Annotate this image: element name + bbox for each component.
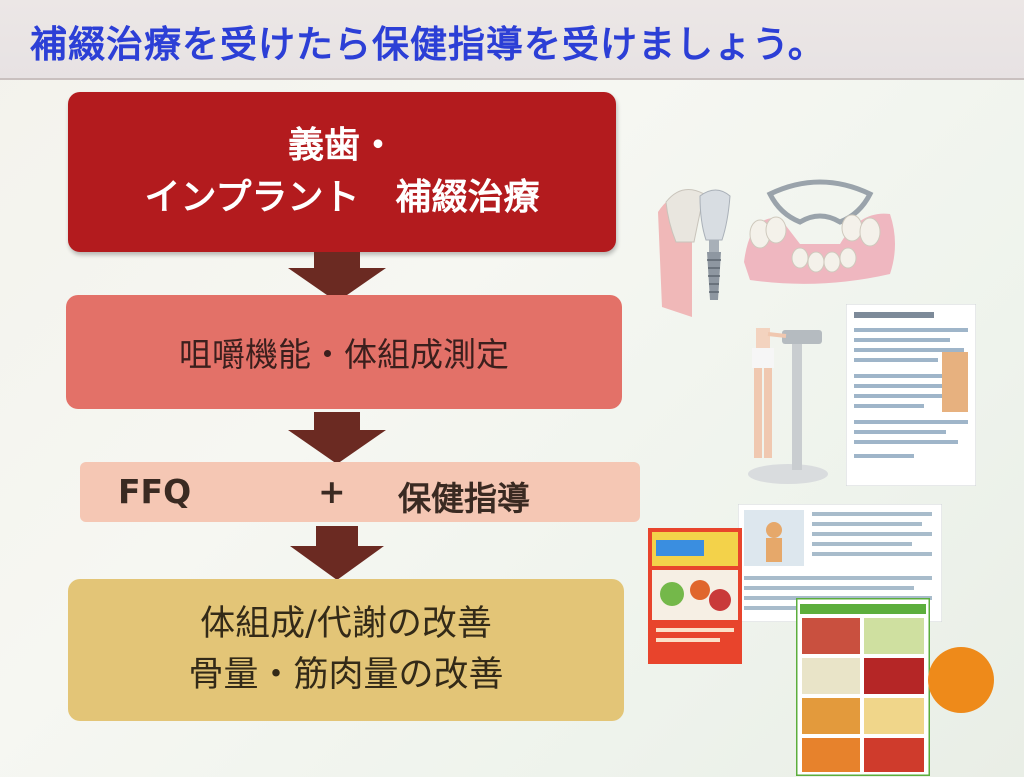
flow-arrow-3	[290, 526, 384, 580]
body-composition-scale-photo	[748, 328, 828, 484]
step-prosthetic-treatment: 義歯・ インプラント 補綴治療	[68, 92, 616, 252]
step-measurement: 咀嚼機能・体組成測定	[66, 295, 622, 409]
step-improvement: 体組成/代謝の改善 骨量・筋肉量の改善	[68, 579, 624, 721]
partial-denture-illustration	[744, 179, 895, 284]
step-4-line-2: 骨量・筋肉量の改善	[188, 655, 504, 695]
measurement-report-sheet	[846, 304, 976, 486]
step-2-line-1: 咀嚼機能・体組成測定	[179, 335, 509, 374]
food-photo-collage	[796, 598, 930, 776]
flow-arrow-2	[288, 412, 386, 464]
ffq-booklet-cover	[648, 528, 742, 664]
step-1-line-1: 義歯・	[287, 124, 396, 166]
slide-title: 補綴治療を受けたら保健指導を受けましょう。	[30, 23, 826, 66]
title-band: 補綴治療を受けたら保健指導を受けましょう。	[0, 0, 1024, 80]
step-3-plus: +	[318, 472, 346, 511]
step-ffq-guidance: FFQ + 保健指導	[80, 462, 640, 522]
accent-circle	[928, 647, 994, 713]
step-1-line-2: インプラント 補綴治療	[144, 177, 540, 218]
flow-arrow-1	[288, 252, 386, 302]
step-3-ffq: FFQ	[118, 472, 192, 511]
dental-implant-illustration	[658, 189, 731, 317]
step-3-guidance: 保健指導	[398, 479, 530, 518]
step-4-line-1: 体組成/代謝の改善	[200, 604, 492, 645]
